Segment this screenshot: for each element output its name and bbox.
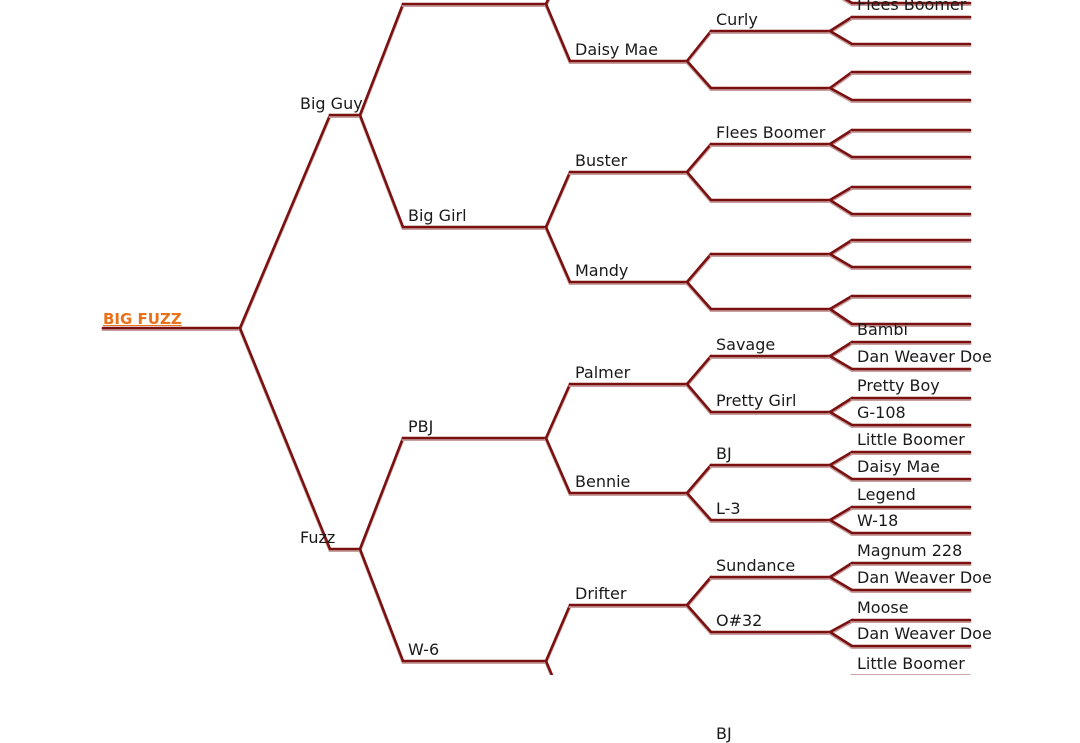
pedigree-name: Big Girl [408,206,467,225]
connector-g4-g5-7-shadow [828,88,854,103]
connector-g2-g3-2 [544,170,572,229]
pedigree-name: Pretty Girl [716,391,797,410]
pedigree-name: Legend [857,485,916,504]
connector-g4-g5-15 [828,307,854,326]
connector-g4-g5-11 [828,198,854,216]
connector-g1-g2-3 [358,547,405,663]
connector-g3-g4-8 [685,354,713,386]
pedigree-name: Buster [575,151,628,170]
connector-g4-g5-3 [844,0,854,5]
pedigree-name: BJ [716,444,732,463]
pedigree-name: Sundance [716,556,796,575]
connector-g1-g2-0 [358,2,405,117]
connector-g4-g5-21 [828,463,854,481]
pedigree-name: Palmer [575,363,631,382]
pedigree-name: PBJ [408,417,434,436]
connector-g4-g5-4 [828,15,854,33]
pedigree-name: Flees Boomer [857,0,967,14]
connector-g4-g5-10 [828,185,854,202]
connector-g4-g5-25 [828,575,854,592]
pedigree-name: W-18 [857,511,899,530]
connector-g4-g5-26 [828,618,854,634]
connector-root-g1-0 [238,113,332,330]
pedigree-name: Savage [716,335,776,354]
pedigree-name: Magnum 228 [857,541,963,560]
pedigree-name: BJ [716,724,732,743]
pedigree-name: L-3 [716,499,741,518]
pedigree-name: Bambi [857,320,908,339]
connector-g4-g5-17 [828,354,854,371]
connector-g3-g4-11 [685,491,713,522]
connector-g4-g5-6 [828,70,854,90]
pedigree-name: Little Boomer [857,430,965,449]
connector-root-g1-1 [238,326,332,551]
connector-g2-g3-4 [544,382,572,440]
connector-g4-g5-14 [828,294,854,311]
pedigree-name: Pretty Boy [857,376,940,395]
pedigree-name: Drifter [575,584,627,603]
connector-g4-g5-27 [828,630,854,648]
connector-g2-g3-3 [544,225,572,284]
connector-g3-g4-13 [685,603,713,634]
connector-g4-g5-19 [828,410,854,427]
connector-g4-g5-9 [828,142,854,159]
connector-g3-g4-9 [685,382,713,414]
pedigree-name: G-108 [857,403,906,422]
connector-g4-g5-12 [828,238,854,256]
pedigree-name: Flees Boomer [716,123,826,142]
pedigree-name: Big Guy [300,94,363,113]
connector-g4-g5-5 [828,29,854,46]
connector-g2-g3-0-shadow [544,0,551,7]
connector-g2-g3-1 [544,2,572,63]
pedigree-name: BIG FUZZ [103,310,182,328]
pedigree-tree [101,0,972,675]
connector-g2-g3-5 [544,436,572,495]
connector-g2-g3-6 [544,603,572,663]
connector-g4-g5-22 [828,505,854,522]
connector-g4-g5-26-shadow [828,620,854,635]
connector-g4-g5-7 [828,86,854,102]
connector-g3-g4-12 [685,575,713,607]
connector-g3-g4-7 [685,280,713,311]
pedigree-name: Dan Weaver Doe [857,624,992,643]
connector-g3-g4-6 [685,252,713,284]
pedigree-name: Daisy Mae [857,457,940,476]
connector-g4-g5-18 [828,396,854,414]
connector-g3-g4-10 [685,463,713,495]
pedigree-name: O#32 [716,611,763,630]
connector-g4-g5-20 [828,450,854,467]
pedigree-name: Daisy Mae [575,40,658,59]
connector-g4-g5-23 [828,518,854,535]
connector-g3-g4-3 [685,59,713,90]
pedigree-name: Dan Weaver Doe [857,347,992,366]
connector-g4-g5-16 [828,340,854,358]
connector-g3-g4-5 [685,170,713,202]
pedigree-name: Fuzz [300,528,336,547]
pedigree-name: W-6 [408,640,440,659]
pedigree-name: Dan Weaver Doe [857,568,992,587]
pedigree-name: Curly [716,10,758,29]
connector-g1-g2-2 [358,436,405,551]
connector-g3-g4-4 [685,142,713,174]
pedigree-name: Little Boomer [857,654,965,673]
connector-g2-g3-7 [544,659,554,675]
connector-g4-g5-24 [828,561,854,579]
pedigree-connectors [101,0,972,675]
connector-g4-g5-13 [828,252,854,269]
pedigree-name: Mandy [575,261,629,280]
connector-g3-g4-2 [685,29,713,63]
pedigree-name: Bennie [575,472,631,491]
connector-g4-g5-8 [828,128,854,146]
pedigree-name: Moose [857,598,909,617]
connector-g1-g2-1 [358,113,405,229]
